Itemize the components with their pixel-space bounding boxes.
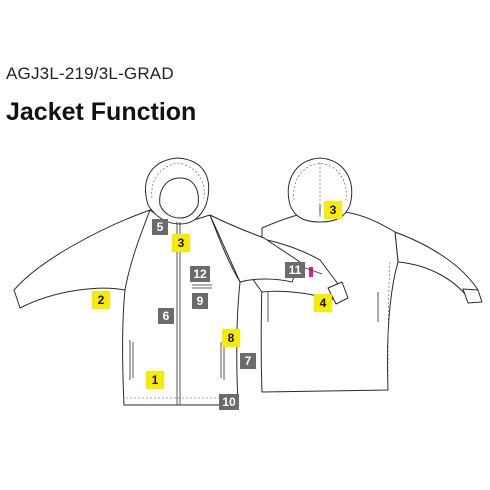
back-right-cuff <box>462 288 483 304</box>
badge-8: 8 <box>222 329 240 347</box>
badge-9: 9 <box>192 293 208 309</box>
badge-3-back: 3 <box>324 201 342 219</box>
badge-6: 6 <box>158 308 174 324</box>
svg-text:4: 4 <box>320 296 327 310</box>
svg-text:9: 9 <box>197 294 204 308</box>
svg-text:8: 8 <box>228 331 235 345</box>
front-left-sleeve <box>13 209 151 309</box>
svg-text:11: 11 <box>289 263 302 277</box>
badge-1: 1 <box>146 371 164 389</box>
badge-5: 5 <box>152 219 168 235</box>
badge-2: 2 <box>92 291 110 309</box>
badge-12: 12 <box>190 266 210 282</box>
back-left-cuff <box>327 281 349 305</box>
svg-text:5: 5 <box>157 220 164 234</box>
badge-11: 11 <box>285 262 305 278</box>
badge-10: 10 <box>219 394 239 410</box>
badge-7: 7 <box>240 353 256 369</box>
svg-text:1: 1 <box>152 373 159 387</box>
svg-text:3: 3 <box>178 236 185 250</box>
svg-text:6: 6 <box>163 309 170 323</box>
page-title: Jacket Function <box>6 98 197 126</box>
badge-4: 4 <box>314 294 332 312</box>
svg-text:12: 12 <box>193 267 207 281</box>
svg-text:10: 10 <box>222 395 236 409</box>
jacket-front-view <box>13 157 301 406</box>
svg-text:3: 3 <box>330 203 337 217</box>
svg-text:2: 2 <box>98 293 105 307</box>
pink-tab <box>309 267 313 277</box>
model-code: AGJ3L-219/3L-GRAD <box>6 64 174 83</box>
badge-3-front: 3 <box>172 234 190 252</box>
svg-text:7: 7 <box>245 354 252 368</box>
